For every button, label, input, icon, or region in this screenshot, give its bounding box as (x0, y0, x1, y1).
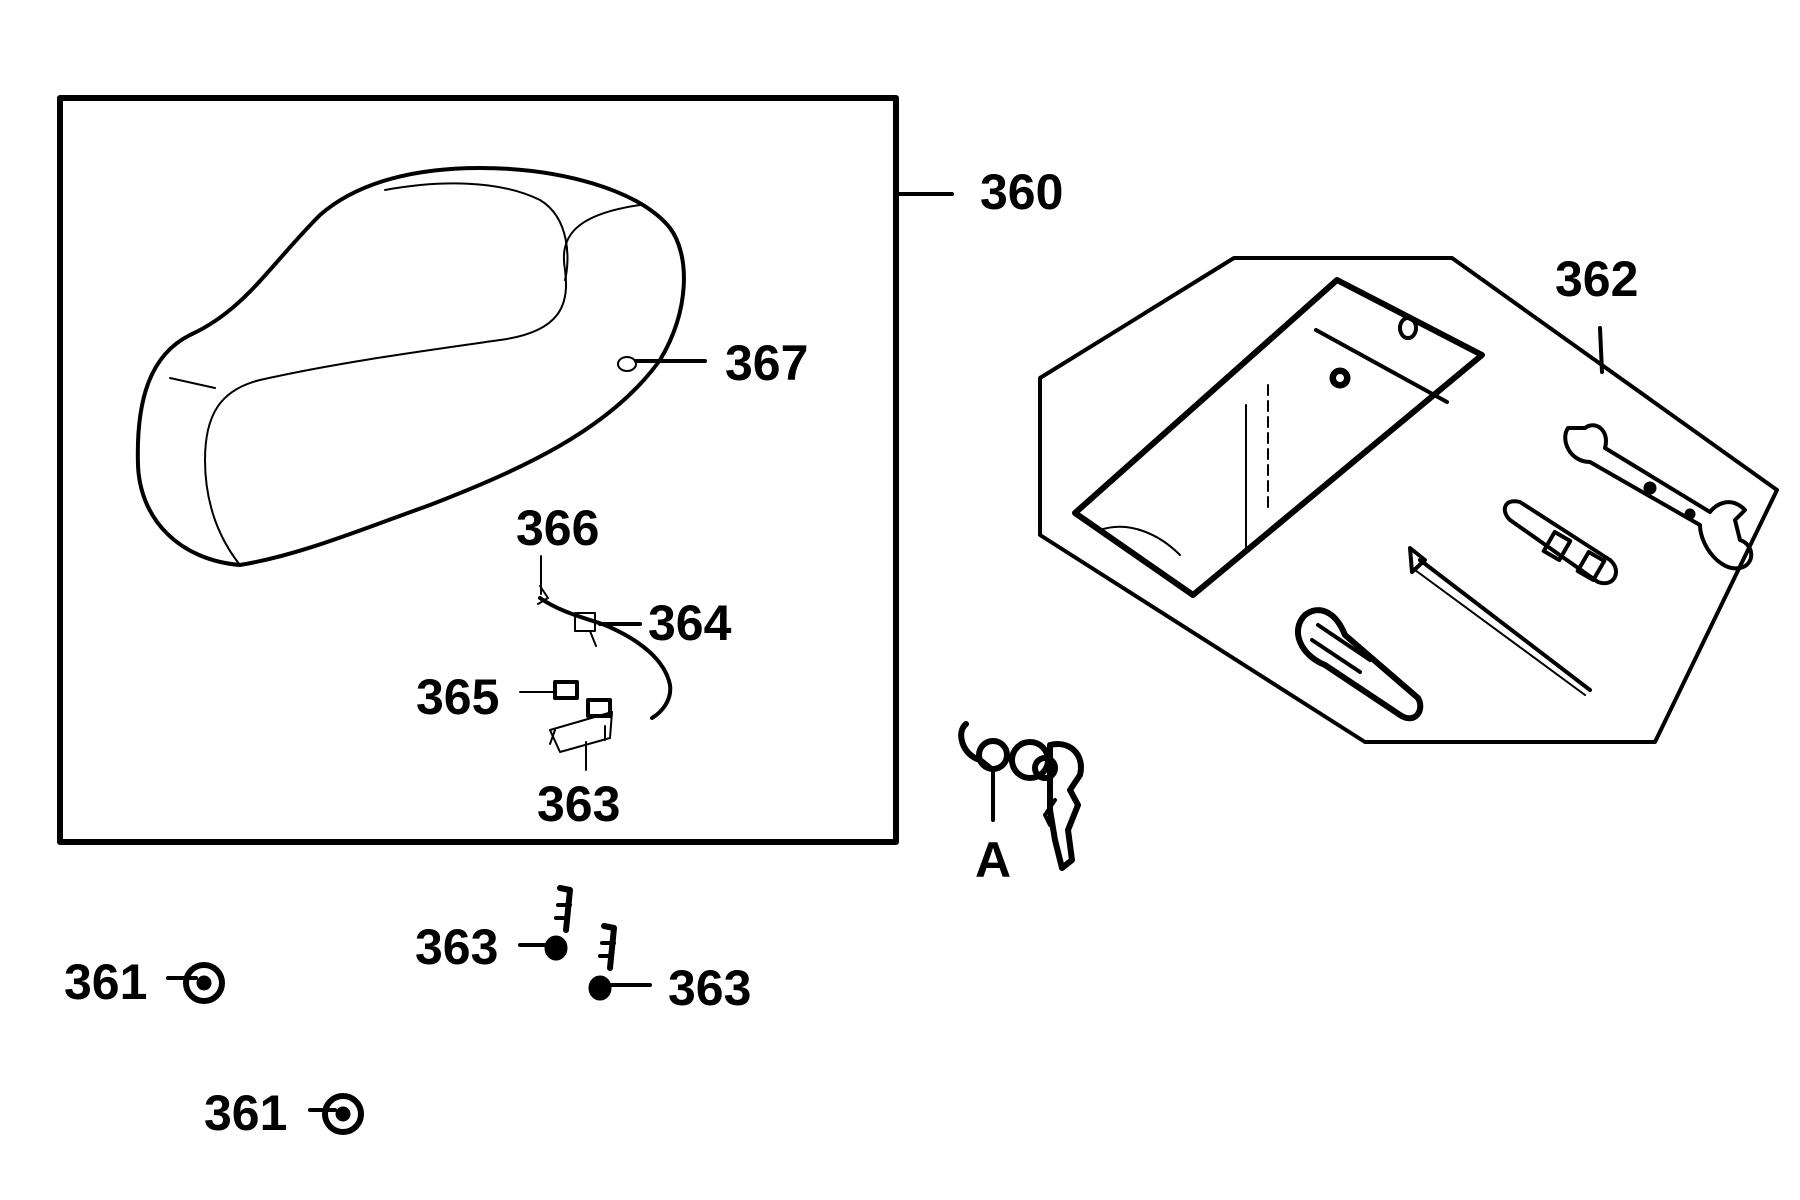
key-set-drawing (958, 721, 1084, 871)
nut-361-upper (183, 962, 225, 1004)
wrench-drawing (1563, 423, 1754, 571)
leader-362 (1598, 326, 1604, 374)
bolt-363-right (588, 923, 617, 1001)
bolt-363-left (544, 885, 573, 961)
callout-364: 364 (648, 595, 732, 651)
callout-363-inner: 363 (537, 776, 621, 832)
seat-drawing (135, 166, 686, 567)
callout-365: 365 (416, 669, 500, 725)
tool-bag-drawing (1072, 277, 1485, 598)
socket-wrench-drawing (1502, 499, 1618, 586)
seat-bumper-367 (617, 356, 637, 372)
callout-363-left: 363 (415, 919, 499, 975)
nut-361-lower (322, 1093, 364, 1135)
seat-assembly-frame (57, 95, 899, 845)
seat-latch-drawing (549, 680, 613, 753)
callout-363-right: 363 (668, 960, 752, 1016)
screwdriver-bit-drawing (1408, 546, 1592, 696)
callout-366: 366 (516, 500, 600, 556)
callout-A: A (975, 832, 1012, 888)
tool-kit-outline (1038, 256, 1779, 744)
callout-362: 362 (1555, 251, 1639, 307)
callout-367: 367 (725, 335, 809, 391)
callout-360: 360 (980, 164, 1064, 220)
callout-361-upper: 361 (64, 954, 148, 1010)
callout-361-lower: 361 (204, 1085, 288, 1141)
screwdriver-handle-drawing (1294, 607, 1424, 722)
lock-cable-drawing (537, 585, 673, 720)
